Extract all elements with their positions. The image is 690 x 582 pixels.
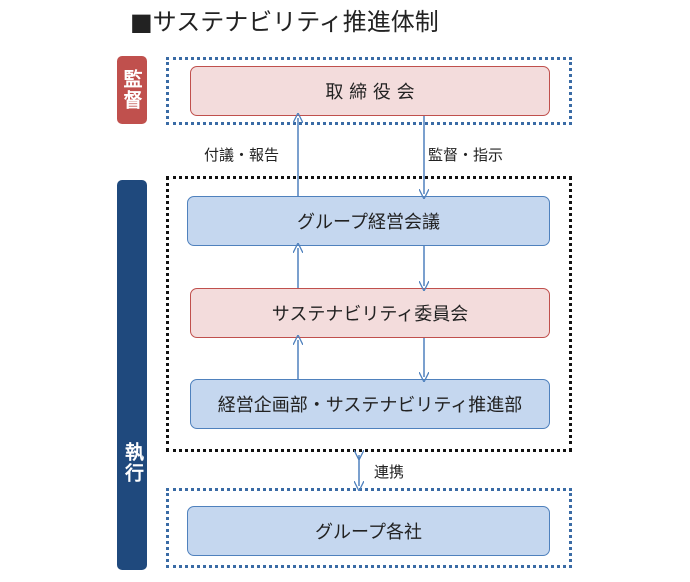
- exec-side-label-text: 執行: [122, 442, 144, 484]
- audit-side-label-text: 監督: [120, 69, 143, 111]
- group-council-box: グループ経営会議: [187, 196, 550, 246]
- exec-frame: [166, 176, 572, 452]
- audit-side-label: 監督: [117, 56, 147, 124]
- board-box: 取 締 役 会: [190, 66, 550, 116]
- coordinate-label: 連携: [374, 463, 405, 481]
- page-title: ■サステナビリティ推進体制: [130, 8, 439, 36]
- report-label: 付議・報告: [204, 146, 280, 164]
- supervise-label: 監督・指示: [428, 146, 504, 164]
- companies-frame: [166, 488, 572, 568]
- dept-box: 経営企画部・サステナビリティ推進部: [190, 379, 550, 429]
- committee-box: サステナビリティ委員会: [190, 288, 550, 338]
- exec-side-label: 執行: [117, 180, 147, 570]
- audit-frame: [166, 57, 572, 125]
- companies-box: グループ各社: [187, 506, 550, 556]
